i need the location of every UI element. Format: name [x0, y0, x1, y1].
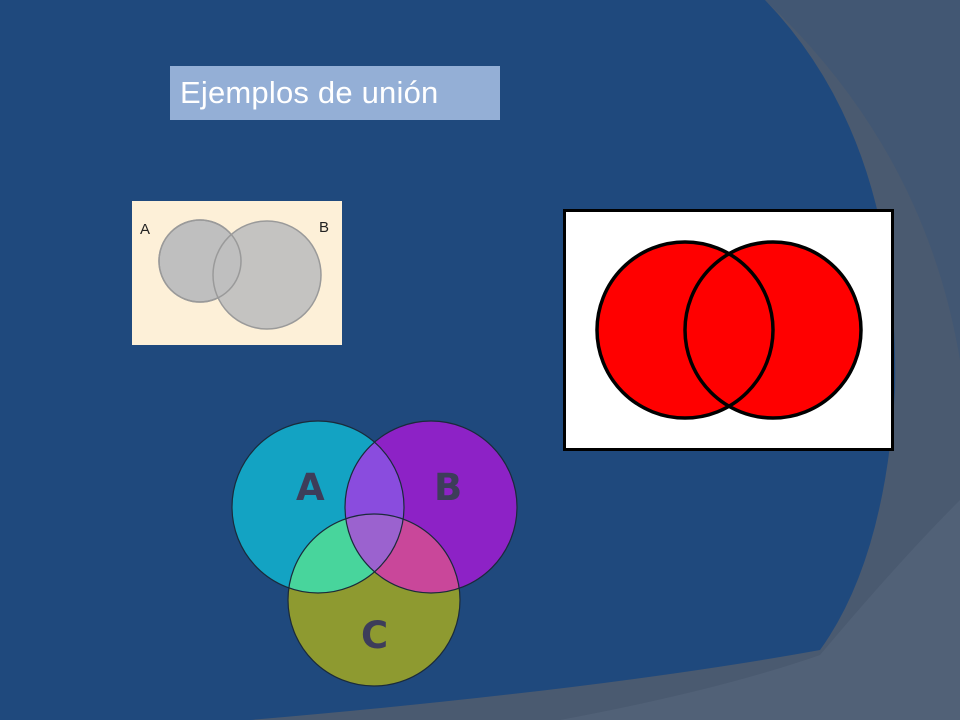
gray-venn-diagram: A B	[132, 201, 342, 345]
venn-region-a-and-c	[288, 514, 404, 593]
red-venn-circle-left-outline	[595, 240, 775, 420]
gray-venn-circle-b	[212, 220, 322, 330]
venn-circle-c-outline	[287, 513, 461, 687]
venn-label-b: B	[434, 466, 462, 509]
background-corner-shape	[765, 0, 960, 360]
venn-label-a: A	[296, 466, 325, 509]
gray-venn-label-b: B	[319, 219, 329, 236]
red-venn-circle-right-outline	[683, 240, 863, 420]
venn-label-c: C	[361, 614, 388, 657]
background-bottom-shape	[560, 500, 960, 720]
venn-circle-b-outline	[344, 420, 518, 594]
gray-venn-circle-a-outline	[158, 219, 242, 303]
title-box: Ejemplos de unión	[170, 66, 500, 120]
venn-region-b-and-c	[345, 514, 460, 593]
background-main-shape	[0, 0, 896, 720]
red-venn-diagram	[563, 209, 894, 451]
three-set-venn-diagram: A B C	[231, 420, 518, 687]
gray-venn-label-a: A	[140, 221, 150, 238]
venn-circle-a-outline	[231, 420, 405, 594]
slide-title: Ejemplos de unión	[180, 75, 439, 110]
